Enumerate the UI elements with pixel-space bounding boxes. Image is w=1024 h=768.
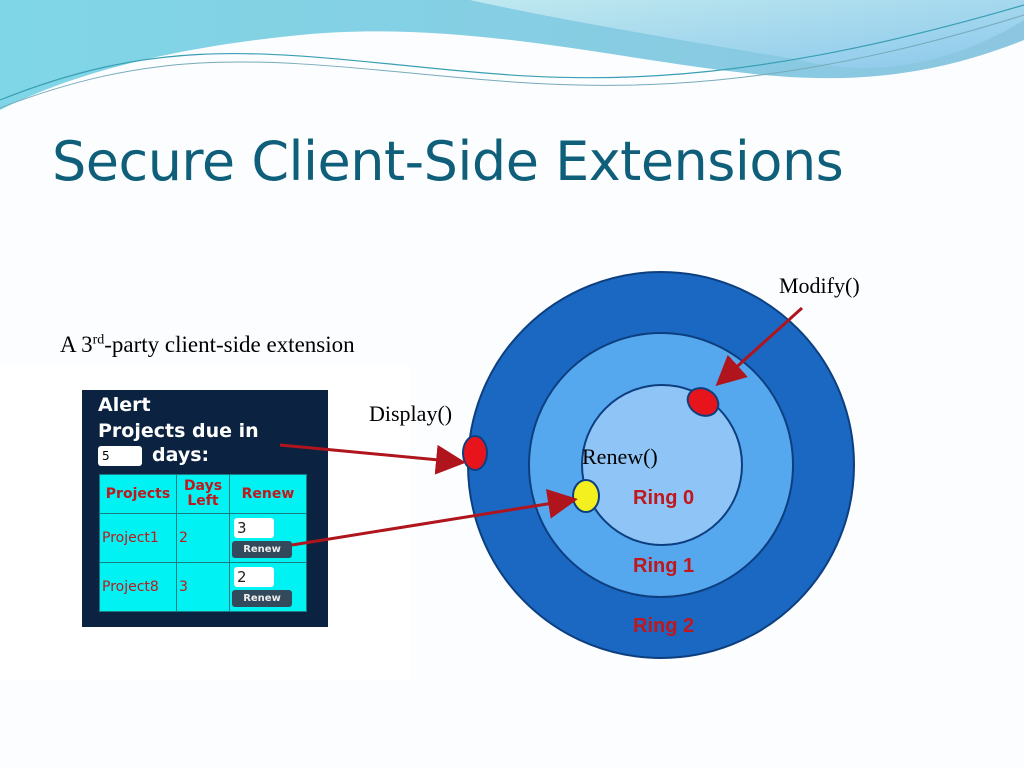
caption: A 3rd-party client-side extension <box>60 332 355 358</box>
days-label: days: <box>152 444 210 466</box>
caption-sup: rd <box>92 332 105 348</box>
caption-prefix: A 3 <box>60 332 93 357</box>
ring-0-circle <box>581 384 743 546</box>
project-name: Project8 <box>99 562 177 612</box>
alert-heading: Alert <box>98 394 151 416</box>
renew-arrow <box>291 488 578 547</box>
due-label: Projects due in <box>98 420 259 442</box>
display-arrow <box>279 443 466 475</box>
days-left: 2 <box>176 513 230 563</box>
renew-input[interactable]: 2 <box>234 567 274 587</box>
header-renew: Renew <box>229 474 307 514</box>
renew-button[interactable]: Renew <box>232 590 292 607</box>
header-days-left: Days Left <box>176 474 230 514</box>
renew-label: Renew() <box>582 444 658 469</box>
ring-2-label: Ring 2 <box>633 615 695 637</box>
slide-title: Secure Client-Side Extensions <box>52 130 844 193</box>
caption-suffix: -party client-side extension <box>104 332 355 357</box>
ring-1-label: Ring 1 <box>633 555 695 577</box>
project-name: Project1 <box>99 513 177 563</box>
modify-marker <box>686 387 720 417</box>
renew-input[interactable]: 3 <box>234 518 274 538</box>
renew-marker <box>572 479 600 513</box>
days-input[interactable]: 5 <box>98 446 142 466</box>
extension-widget: Alert Projects due in 5 days: Projects D… <box>82 390 328 627</box>
modify-arrow <box>715 306 804 387</box>
ring-0-label: Ring 0 <box>633 487 695 509</box>
display-marker <box>462 435 488 471</box>
renew-button[interactable]: Renew <box>232 541 292 558</box>
modify-label: Modify() <box>779 273 860 298</box>
display-label: Display() <box>369 401 453 426</box>
